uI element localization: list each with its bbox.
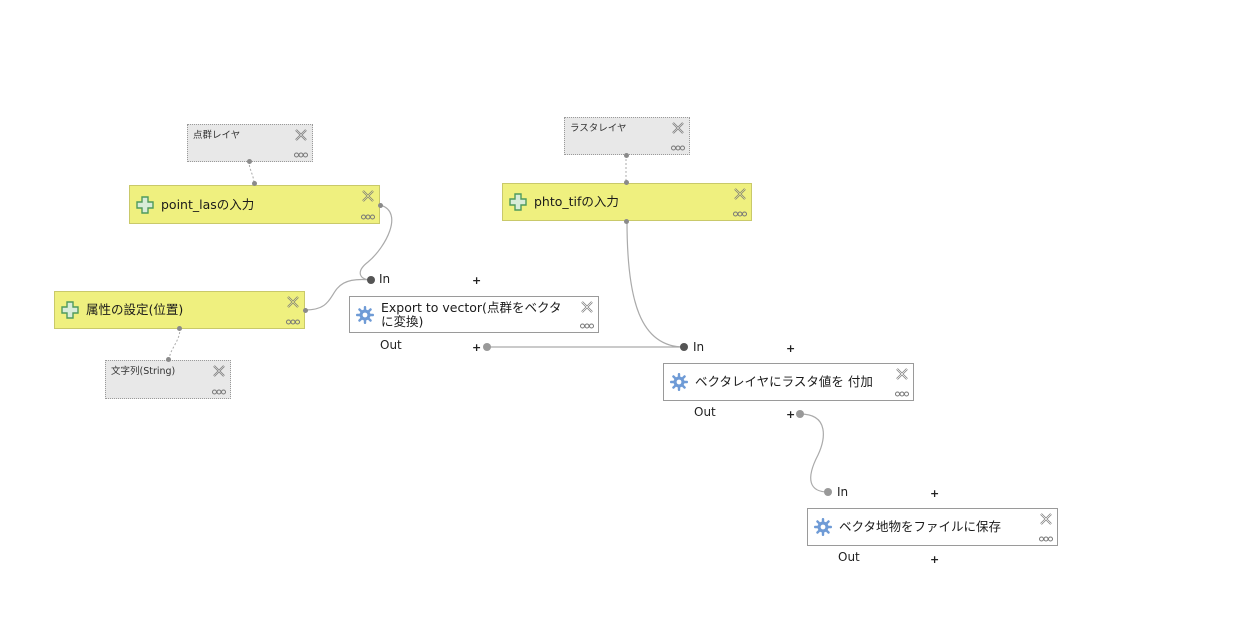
more-dots-icon[interactable]	[580, 323, 594, 329]
param-raster-out-dot[interactable]	[624, 153, 629, 158]
export-in-port[interactable]	[367, 276, 375, 284]
close-icon[interactable]	[361, 189, 375, 203]
algo-save-label: ベクタ地物をファイルに保存	[839, 519, 1002, 534]
export-out-label: Out	[380, 338, 402, 352]
input-attribute-setting[interactable]: 属性の設定(位置)	[54, 291, 305, 329]
input-point-out-dot[interactable]	[378, 203, 383, 208]
algo-export-label-line1: Export to vector(点群をベクタ	[381, 299, 562, 315]
save-out-label: Out	[838, 550, 860, 564]
link-phto-to-sample-in	[626, 220, 685, 348]
param-string-label: 文字列(String)	[111, 366, 176, 377]
param-point-label: 点群レイヤ	[193, 130, 241, 141]
export-in-label: In	[379, 272, 391, 286]
gear-icon	[356, 305, 374, 324]
close-icon[interactable]	[286, 295, 300, 309]
more-dots-icon[interactable]	[361, 214, 375, 220]
input-phto-tif[interactable]: phto_tifの入力	[502, 183, 752, 221]
link-point-las-to-export-in	[359, 204, 393, 281]
more-dots-icon[interactable]	[212, 389, 226, 395]
more-dots-icon[interactable]	[286, 319, 300, 325]
gear-icon	[670, 373, 688, 391]
save-in-plus[interactable]: +	[930, 487, 940, 500]
sample-in-plus[interactable]: +	[786, 342, 796, 355]
link-attr-to-export-in	[304, 278, 372, 311]
sample-out-label: Out	[694, 405, 716, 419]
close-icon[interactable]	[895, 367, 909, 381]
export-in-plus[interactable]: +	[472, 274, 482, 287]
export-out-port[interactable]	[483, 343, 491, 351]
more-dots-icon[interactable]	[294, 152, 308, 158]
sample-in-label: In	[693, 340, 705, 354]
close-icon[interactable]	[294, 128, 308, 142]
input-phto-out-dot[interactable]	[624, 219, 629, 224]
param-string[interactable]: 文字列(String)	[105, 360, 231, 399]
algo-sample-raster-values[interactable]: ベクタレイヤにラスタ値を 付加	[663, 363, 914, 401]
more-dots-icon[interactable]	[895, 391, 909, 397]
input-attribute-label: 属性の設定(位置)	[86, 302, 184, 317]
plus-cross-icon	[136, 195, 154, 214]
algo-sample-label: ベクタレイヤにラスタ値を 付加	[695, 374, 873, 389]
input-attr-out-dot[interactable]	[303, 308, 308, 313]
link-input-attr-to-string	[168, 327, 181, 361]
more-dots-icon[interactable]	[733, 211, 747, 217]
export-out-plus[interactable]: +	[472, 341, 482, 354]
algo-export-label: Export to vector(点群をベクタ に変換)	[375, 299, 562, 329]
close-icon[interactable]	[1039, 512, 1053, 526]
input-point-las-label: point_lasの入力	[161, 196, 255, 212]
input-point-las[interactable]: point_lasの入力	[129, 185, 380, 224]
algo-export-label-line2: に変換)	[381, 313, 424, 329]
algo-save-features[interactable]: ベクタ地物をファイルに保存	[807, 508, 1058, 546]
gear-icon	[814, 518, 832, 536]
save-in-label: In	[837, 485, 849, 499]
plus-cross-icon	[509, 193, 527, 211]
close-icon[interactable]	[671, 121, 685, 135]
sample-out-plus[interactable]: +	[786, 408, 796, 421]
link-sample-out-to-save-in	[799, 413, 829, 493]
sample-in-port[interactable]	[680, 343, 688, 351]
param-string-in-dot[interactable]	[166, 357, 171, 362]
input-phto-in-dot[interactable]	[624, 180, 629, 185]
param-point-out-dot[interactable]	[247, 159, 252, 164]
save-out-plus[interactable]: +	[930, 553, 940, 566]
sample-out-port[interactable]	[796, 410, 804, 418]
close-icon[interactable]	[580, 300, 594, 314]
close-icon[interactable]	[212, 364, 226, 378]
save-in-port[interactable]	[824, 488, 832, 496]
input-attr-down-dot[interactable]	[177, 326, 182, 331]
more-dots-icon[interactable]	[671, 145, 685, 151]
input-point-in-dot[interactable]	[252, 181, 257, 186]
algo-export-to-vector[interactable]: Export to vector(点群をベクタ に変換)	[349, 296, 599, 333]
plus-cross-icon	[61, 301, 79, 319]
close-icon[interactable]	[733, 187, 747, 201]
more-dots-icon[interactable]	[1039, 536, 1053, 542]
param-raster-label: ラスタレイヤ	[570, 123, 627, 134]
input-phto-tif-label: phto_tifの入力	[534, 194, 619, 209]
param-point-layer[interactable]: 点群レイヤ	[187, 124, 313, 162]
param-raster-layer[interactable]: ラスタレイヤ	[564, 117, 690, 155]
